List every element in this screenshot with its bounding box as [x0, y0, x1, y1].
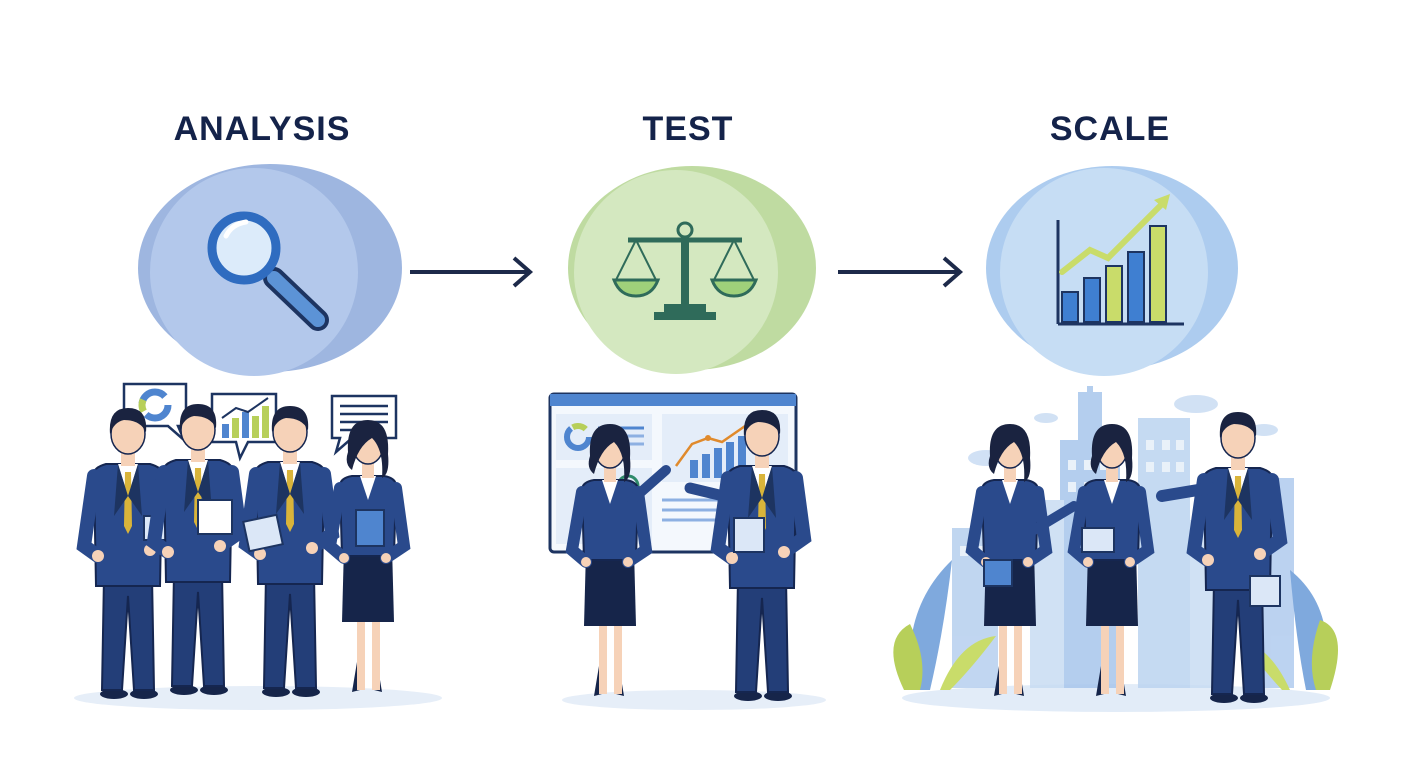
pointing-arm — [684, 482, 746, 506]
businessman-figure — [84, 408, 170, 699]
businesswoman-figure — [330, 420, 404, 692]
magnifying-glass-icon — [207, 211, 329, 331]
stage-title-scale: SCALE — [1049, 110, 1171, 148]
stage-title-test: TEST — [642, 110, 734, 148]
balance-scale-icon — [611, 221, 759, 320]
tablet — [1081, 527, 1115, 553]
businessman-figure — [154, 404, 240, 695]
test-icon-circle — [568, 166, 816, 374]
tablet — [733, 517, 765, 553]
stage-title-analysis: ANALYSIS — [173, 110, 351, 148]
ground-shadow — [74, 686, 442, 710]
clipboard — [355, 509, 385, 547]
speech-bubble-bar-chart — [210, 392, 278, 462]
growth-chart-icon — [1056, 194, 1184, 326]
leaves-decoration — [893, 560, 1338, 690]
pointing-arm — [627, 465, 671, 505]
businessman-figure — [246, 406, 332, 697]
pointing-arm — [1156, 482, 1216, 502]
pointing-arm — [1029, 501, 1079, 535]
document — [1249, 575, 1281, 607]
clipboard — [983, 559, 1013, 587]
arrow-right-icon — [410, 256, 534, 288]
tablet — [242, 513, 284, 553]
document — [197, 499, 233, 535]
arrow-right-icon — [838, 256, 964, 288]
